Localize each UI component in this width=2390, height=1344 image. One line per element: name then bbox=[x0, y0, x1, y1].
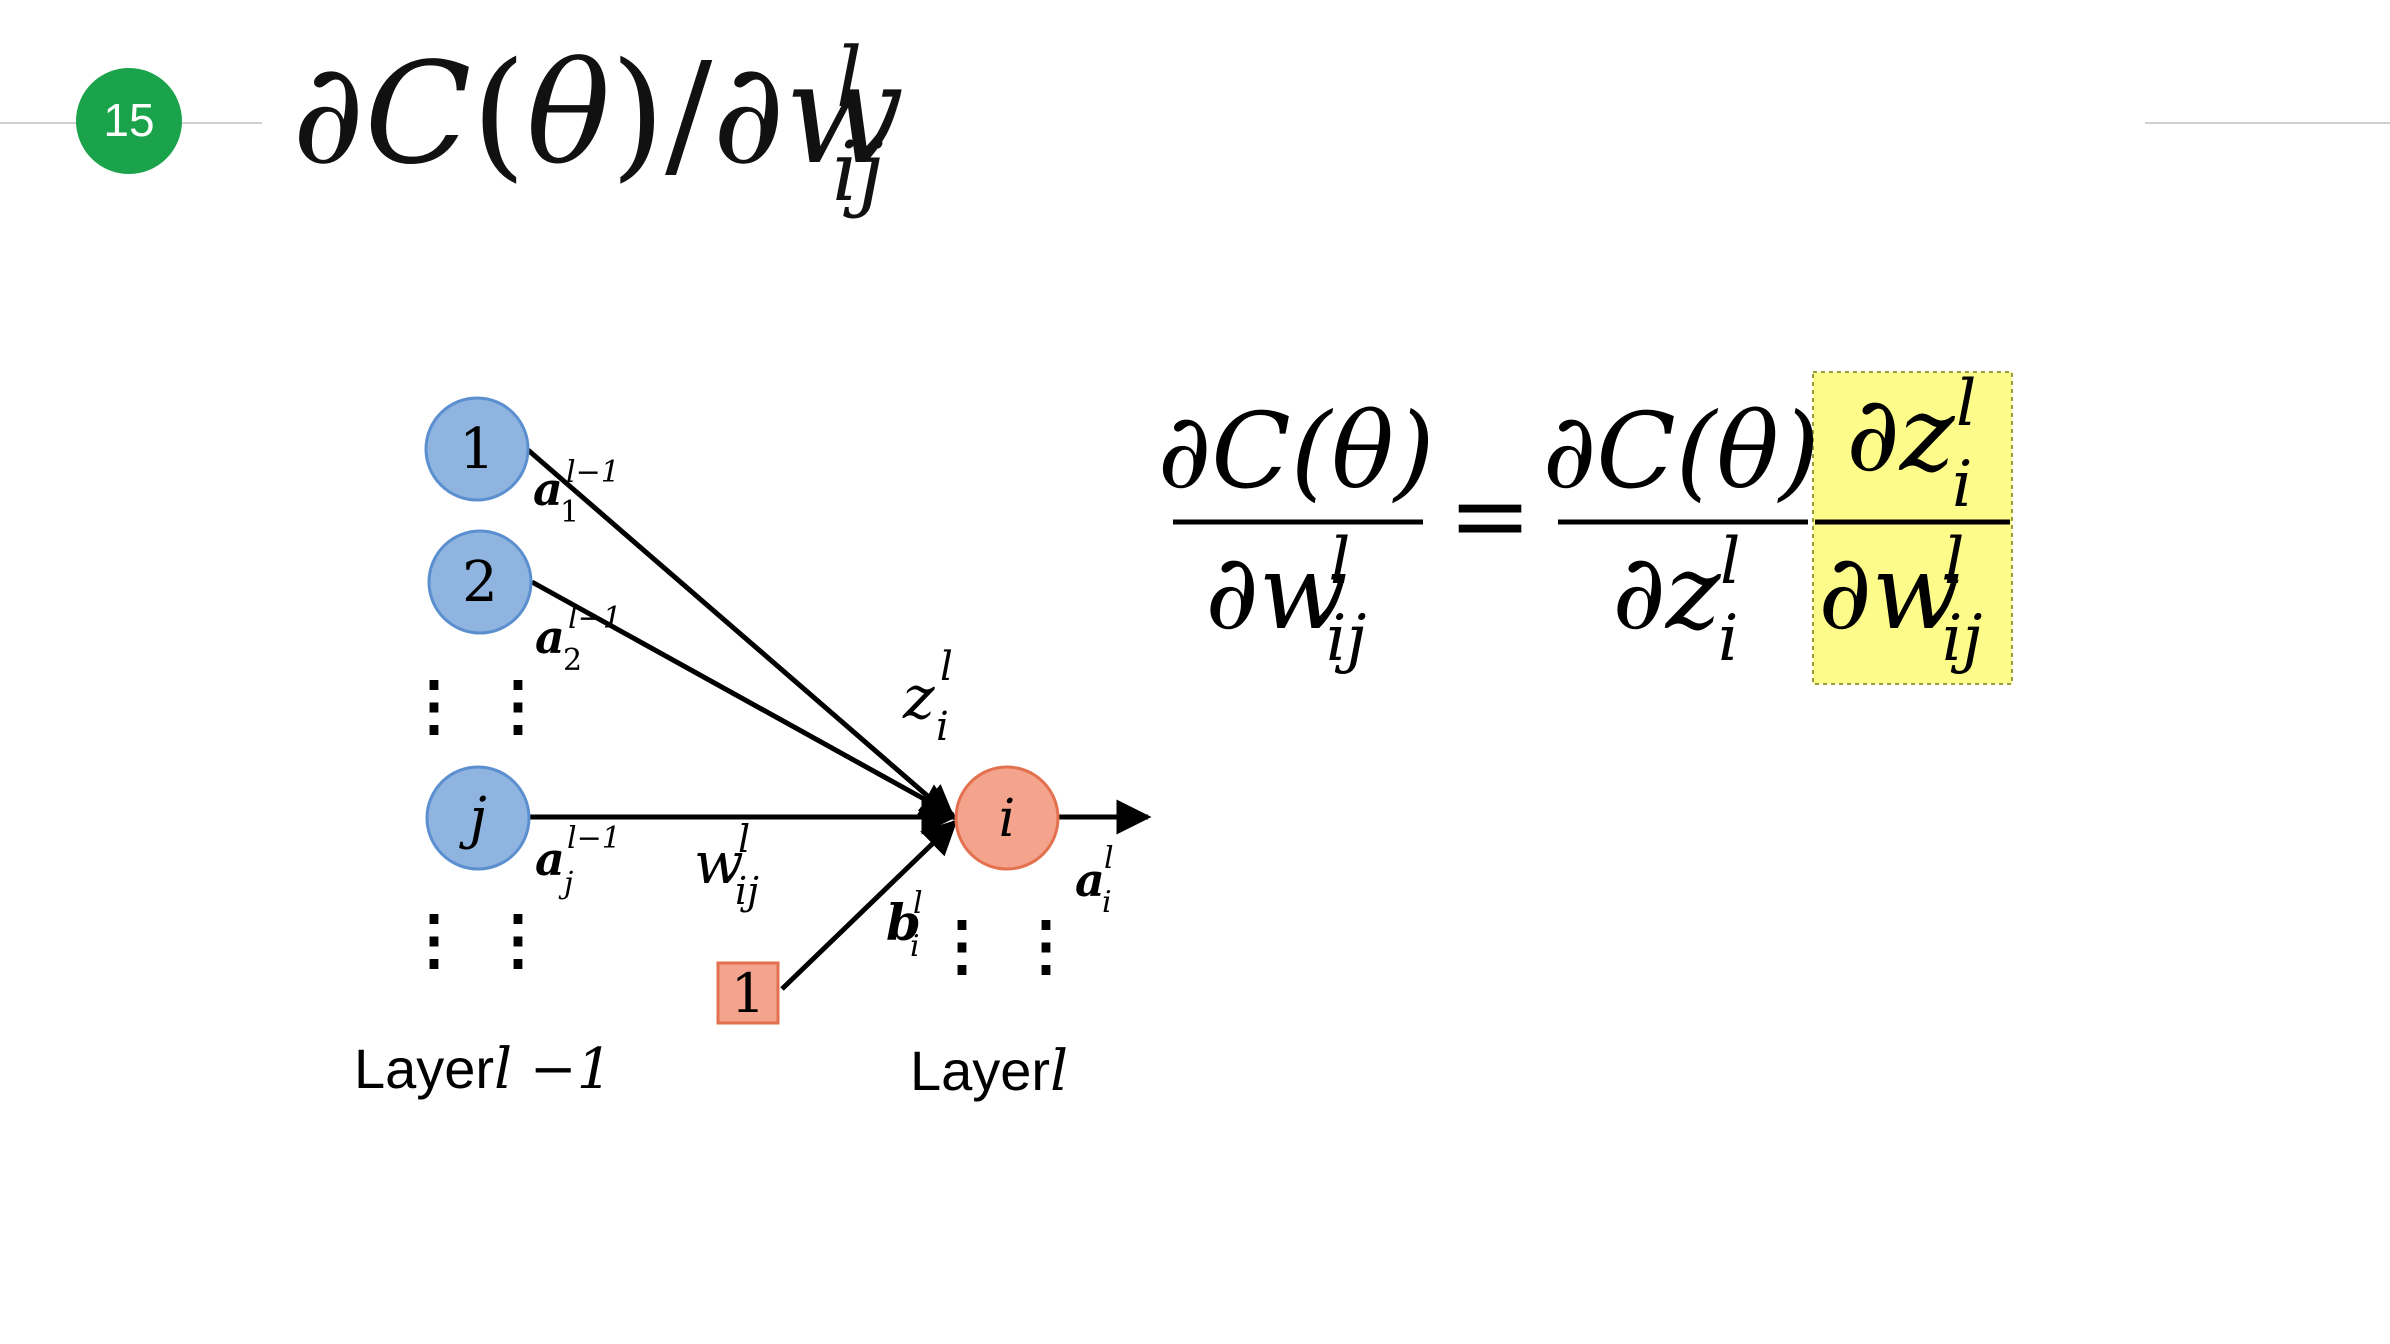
lhs-denominator-sub: ij bbox=[1326, 602, 1366, 676]
output-activation-sub: i bbox=[1102, 885, 1112, 920]
prev-node-1 bbox=[424, 396, 530, 502]
output-activation-sup: l bbox=[1104, 841, 1114, 876]
rhs2-numerator-sub: i bbox=[1952, 448, 1972, 522]
slide-number-badge bbox=[76, 68, 182, 174]
ellipsis-prev-upper-left: ⋮ bbox=[401, 666, 467, 744]
title-theta: θ bbox=[526, 33, 610, 196]
activation-sup-2: l−1 bbox=[568, 601, 622, 636]
slide-number: 15 bbox=[103, 94, 154, 146]
title-subscript-ij: ij bbox=[832, 125, 884, 220]
lhs-denominator: ∂w bbox=[1205, 531, 1348, 653]
activation-sup-1: l−1 bbox=[566, 455, 620, 490]
z-label: z bbox=[902, 663, 935, 733]
layer-current-caption: Layerl bbox=[910, 1039, 1068, 1104]
prev-node-2-label: 2 bbox=[462, 550, 498, 615]
w-label: w bbox=[694, 829, 744, 897]
z-label-sub: i bbox=[936, 704, 949, 750]
rhs1-denominator-sup: l bbox=[1720, 525, 1740, 599]
rhs2-numerator: ∂z bbox=[1846, 373, 1956, 495]
activation-label-j: a bbox=[535, 832, 565, 886]
ellipsis-cur-left: ⋮ bbox=[929, 906, 995, 984]
current-node-i bbox=[954, 765, 1060, 871]
ellipsis-cur-right: ⋮ bbox=[1013, 906, 1079, 984]
prev-node-2 bbox=[427, 529, 533, 635]
b-label-sup: l bbox=[913, 886, 923, 921]
rhs2-denominator: ∂w bbox=[1818, 531, 1961, 653]
activation-sup-j: l−1 bbox=[567, 821, 621, 856]
title-superscript-l: l bbox=[836, 31, 862, 126]
title-w: w bbox=[785, 33, 905, 196]
slide-title: ∂C(θ)/∂w bbox=[292, 33, 905, 196]
rhs2-numerator-sup: l bbox=[1956, 367, 1976, 441]
lhs-denominator-sup: l bbox=[1330, 525, 1350, 599]
ellipsis-prev-upper-right: ⋮ bbox=[485, 666, 551, 744]
b-label: b bbox=[886, 893, 921, 952]
rhs1-numerator: ∂C(θ) bbox=[1542, 390, 1819, 512]
title-slash: / bbox=[665, 33, 713, 196]
title-close-paren: ) bbox=[610, 33, 665, 196]
prev-node-j bbox=[425, 765, 531, 871]
z-label-sup: l bbox=[940, 644, 953, 690]
bias-input-label: 1 bbox=[731, 962, 765, 1025]
current-node-i-label: i bbox=[999, 789, 1016, 849]
activation-sub-1: 1 bbox=[560, 495, 579, 530]
activation-label-1: a bbox=[533, 462, 563, 516]
w-label-sub: ij bbox=[735, 869, 759, 913]
ellipsis-prev-lower-left: ⋮ bbox=[401, 900, 467, 978]
output-activation-label: a bbox=[1075, 853, 1105, 907]
title-partial: ∂ bbox=[292, 33, 364, 196]
equals-sign: = bbox=[1448, 457, 1532, 574]
rhs1-denominator: ∂z bbox=[1612, 531, 1722, 653]
title-cost: C bbox=[364, 33, 471, 196]
rhs1-denominator-sub: i bbox=[1718, 602, 1738, 676]
edge-1-to-i bbox=[526, 448, 956, 821]
rhs2-denominator-sub: ij bbox=[1942, 602, 1982, 676]
ellipsis-prev-lower-right: ⋮ bbox=[485, 900, 551, 978]
highlight-box bbox=[1812, 371, 2013, 685]
title-open-paren: ( bbox=[472, 33, 527, 196]
rhs2-denominator-sup: l bbox=[1944, 525, 1964, 599]
activation-label-2: a bbox=[535, 610, 565, 664]
title-partial-2: ∂ bbox=[712, 33, 784, 196]
edge-bias-to-i bbox=[780, 819, 958, 991]
edge-2-to-i bbox=[530, 579, 957, 818]
prev-node-1-label: 1 bbox=[459, 417, 495, 482]
b-label-sub: i bbox=[910, 929, 920, 964]
activation-sub-2: 2 bbox=[563, 643, 582, 678]
lhs-numerator: ∂C(θ) bbox=[1157, 390, 1434, 512]
layer-prev-caption: Layerl −1 bbox=[354, 1037, 612, 1102]
bias-input-box bbox=[716, 961, 780, 1025]
w-label-sup: l bbox=[738, 817, 750, 861]
